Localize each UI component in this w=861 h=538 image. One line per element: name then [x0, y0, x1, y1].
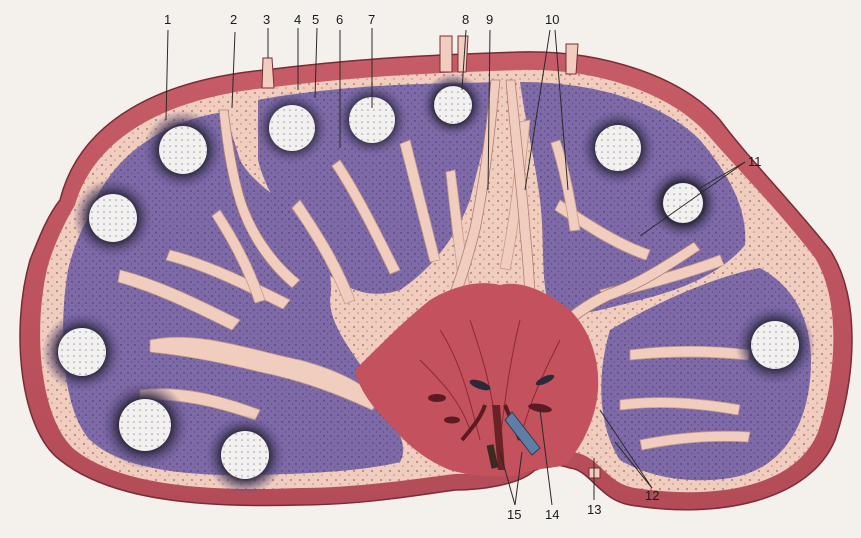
follicle	[256, 92, 328, 164]
label-1: 1	[164, 12, 171, 27]
label-8: 8	[462, 12, 469, 27]
follicle	[101, 381, 189, 469]
label-13: 13	[587, 502, 601, 517]
follicle	[647, 167, 719, 239]
label-12: 12	[645, 488, 659, 503]
label-3: 3	[263, 12, 270, 27]
follicle	[421, 73, 485, 137]
label-14: 14	[545, 507, 559, 522]
label-7: 7	[368, 12, 375, 27]
label-10: 10	[545, 12, 559, 27]
follicle	[580, 110, 656, 186]
follicle	[205, 415, 285, 495]
follicle	[73, 178, 153, 258]
follicle	[735, 305, 815, 385]
follicle	[42, 312, 122, 392]
follicle	[143, 110, 223, 190]
label-6: 6	[336, 12, 343, 27]
label-9: 9	[486, 12, 493, 27]
label-5: 5	[312, 12, 319, 27]
label-15: 15	[507, 507, 521, 522]
label-11: 11	[748, 154, 762, 169]
label-2: 2	[230, 12, 237, 27]
label-4: 4	[294, 12, 301, 27]
